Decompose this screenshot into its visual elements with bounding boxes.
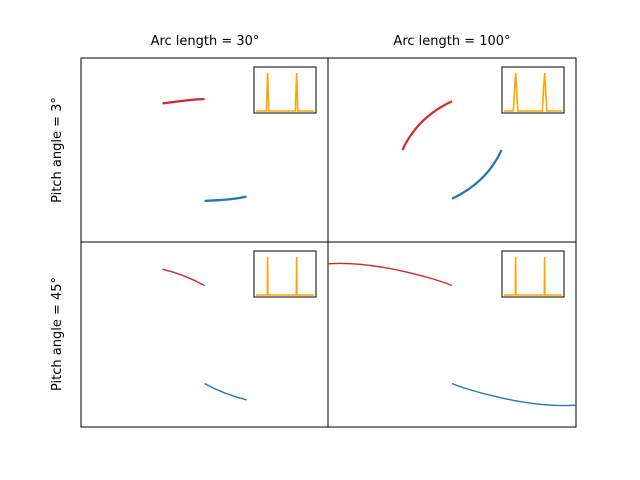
column-title-1: Arc length = 30° [151,34,260,49]
blue-arc-series [204,382,247,401]
panels [80,57,577,428]
blue-arc-series [451,382,577,407]
blue-arc-series [204,195,247,202]
panel-3 [80,241,329,428]
red-arc-series [401,100,453,151]
panel-frame [327,241,577,428]
blue-arc-series [451,149,503,200]
inset-frame [501,66,565,114]
panel-2 [327,57,577,243]
inset-series [504,72,562,112]
inset-frame [253,66,317,114]
inset-series [504,256,562,296]
row-title-2: Pitch angle = 45° [50,277,65,391]
inset-frame [253,250,317,298]
panel-4 [327,241,577,428]
inset-series [256,72,314,112]
red-arc-series [327,262,453,287]
panel-1 [80,57,329,243]
column-title-2: Arc length = 100° [393,34,510,49]
row-title-1: Pitch angle = 3° [50,97,65,203]
red-arc-series [162,98,205,105]
inset-frame [501,250,565,298]
inset-series [256,256,314,296]
red-arc-series [162,268,205,287]
